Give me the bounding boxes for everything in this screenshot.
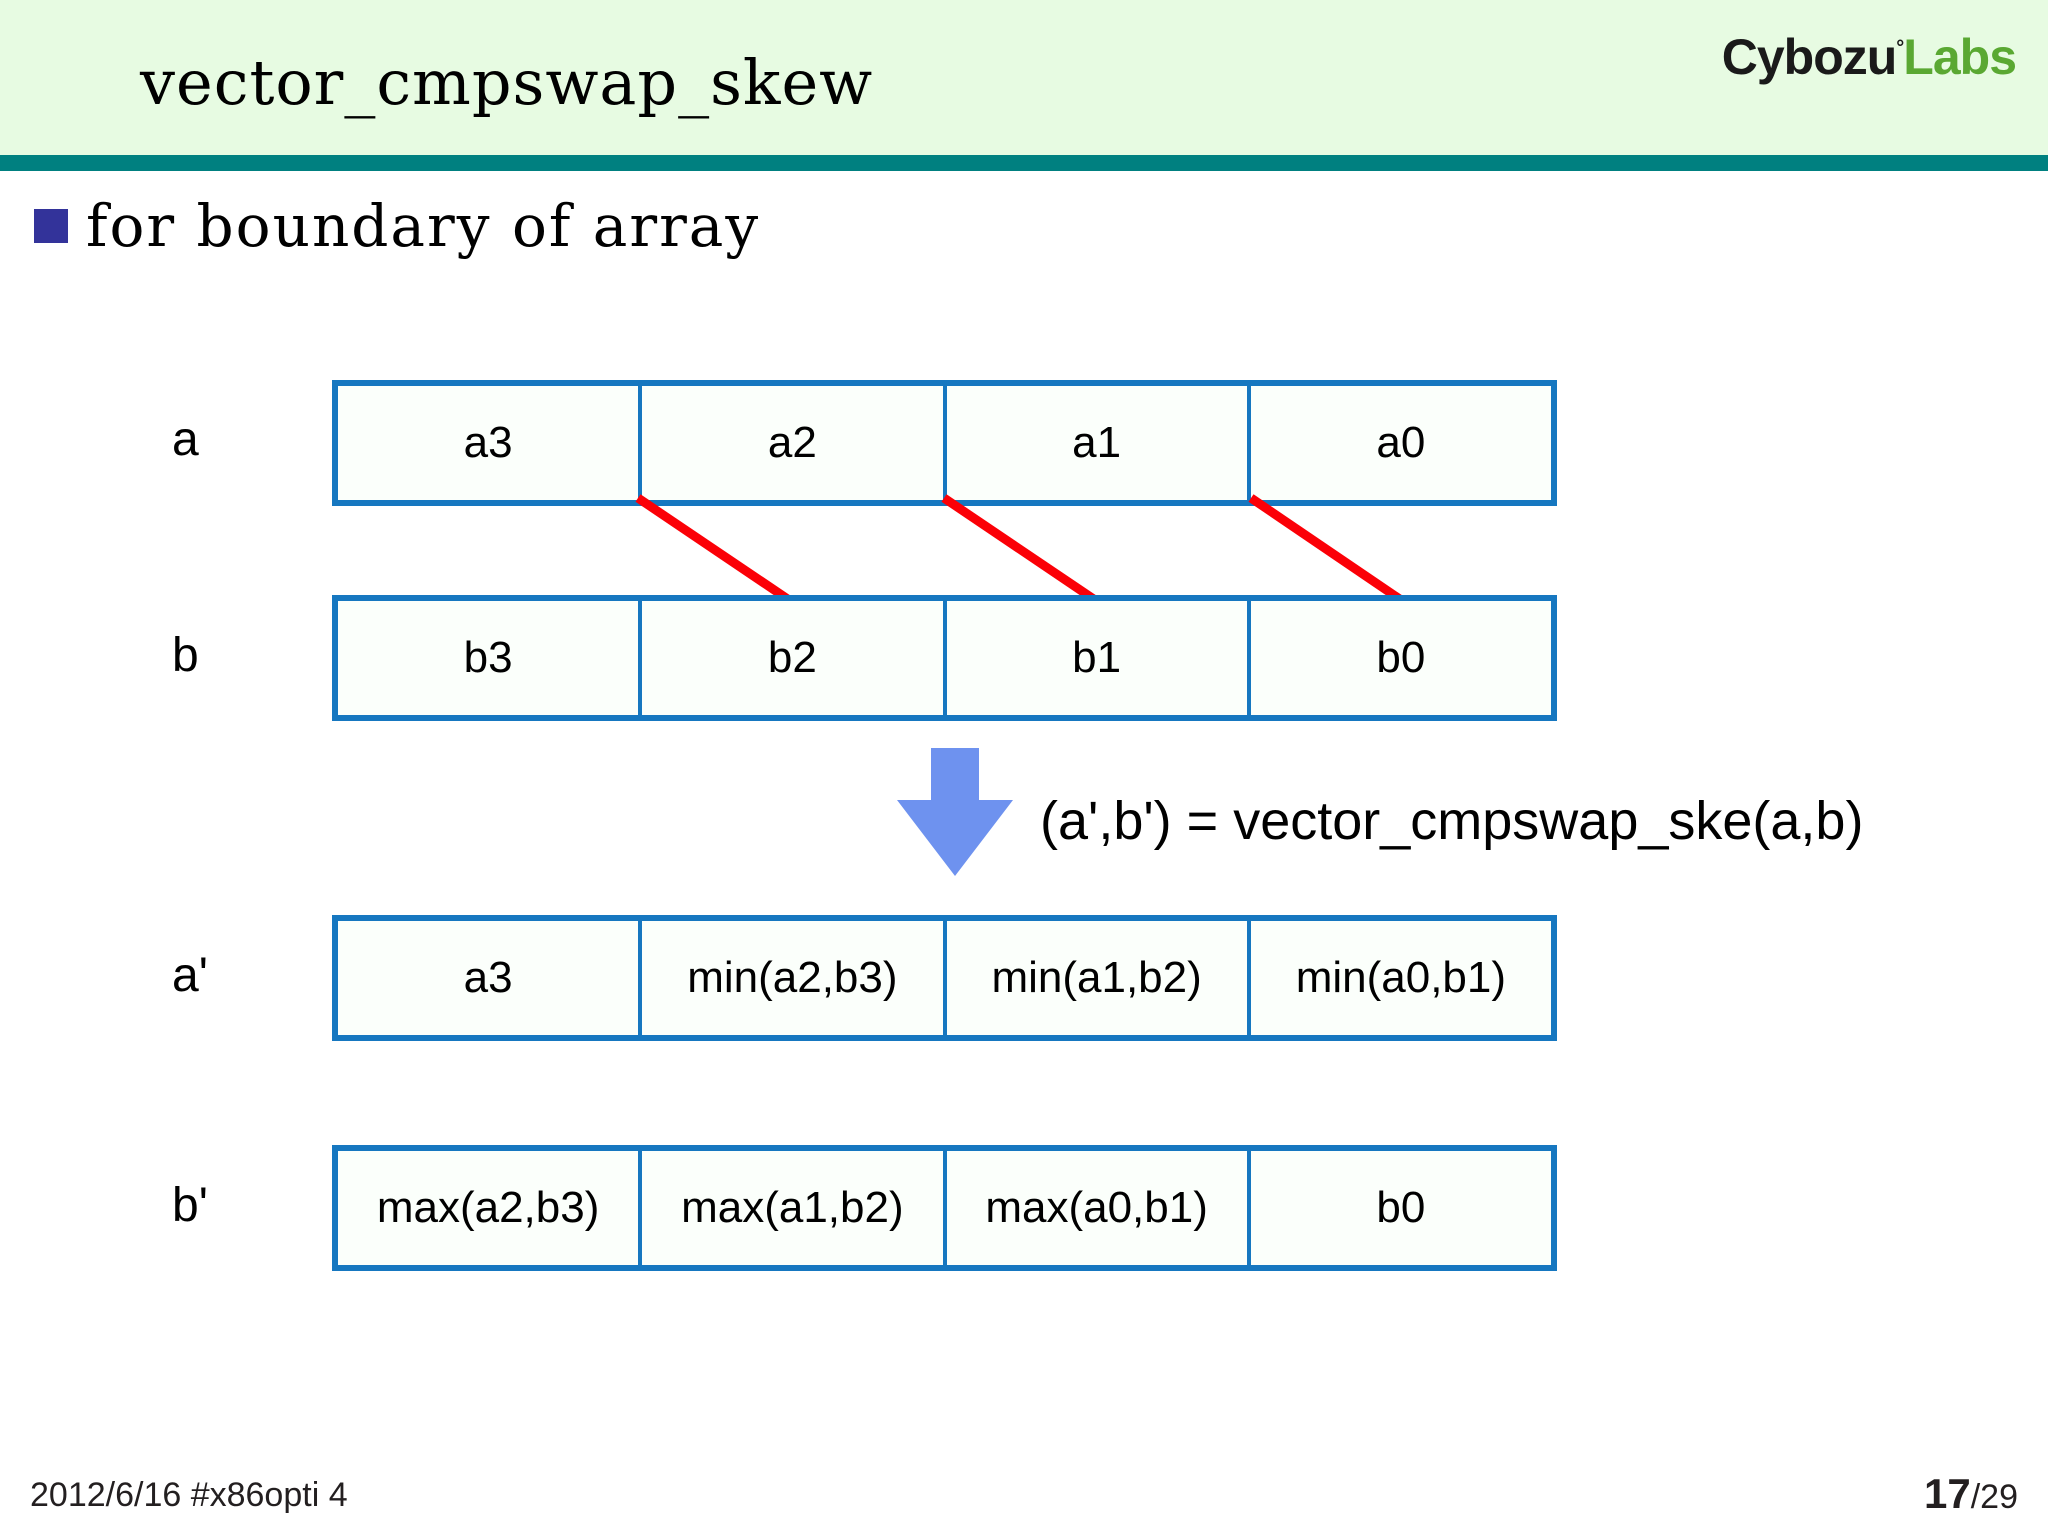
array-cell: b0 <box>1250 1151 1551 1265</box>
page-title: vector_cmpswap_skew <box>140 46 874 119</box>
array-cell: max(a0,b1) <box>946 1151 1251 1265</box>
formula-text: (a',b') = vector_cmpswap_ske(a,b) <box>1040 791 1864 851</box>
array-cell: min(a0,b1) <box>1250 921 1551 1035</box>
array-cell: a1 <box>946 386 1251 500</box>
array-cell: b2 <box>642 601 947 715</box>
array-label-a: a <box>172 413 199 466</box>
page-number-current: 17 <box>1924 1470 1971 1517</box>
header-divider-rule <box>0 155 2048 171</box>
array-label-a-prime: a' <box>172 949 208 1002</box>
down-arrow-icon <box>897 748 1013 876</box>
array-row-a-prime: a3 min(a2,b3) min(a1,b2) min(a0,b1) <box>332 915 1557 1041</box>
page-number-total: /29 <box>1970 1478 2018 1516</box>
array-cell: a2 <box>642 386 947 500</box>
array-cell: a3 <box>338 386 643 500</box>
footer-meta-text: 2012/6/16 #x86opti 4 <box>30 1476 348 1514</box>
logo-suffix-text: Labs <box>1903 29 2017 85</box>
array-cell: min(a2,b3) <box>642 921 947 1035</box>
cybozu-labs-logo: Cybozu°Labs <box>1721 28 2017 86</box>
registered-mark-icon: ° <box>1896 37 1904 59</box>
array-cell: max(a2,b3) <box>338 1151 643 1265</box>
array-cell: max(a1,b2) <box>642 1151 947 1265</box>
array-row-b-prime: max(a2,b3) max(a1,b2) max(a0,b1) b0 <box>332 1145 1557 1271</box>
header-band <box>0 0 2048 155</box>
array-cell: a3 <box>338 921 643 1035</box>
logo-brand-text: Cybozu <box>1721 29 1898 85</box>
array-row-b: b3 b2 b1 b0 <box>332 595 1557 721</box>
array-cell: b0 <box>1250 601 1551 715</box>
square-bullet-icon <box>34 209 68 243</box>
array-row-a: a3 a2 a1 a0 <box>332 380 1557 506</box>
array-cell: b3 <box>338 601 643 715</box>
array-label-b: b <box>172 629 199 682</box>
bullet-line: for boundary of array <box>34 192 760 260</box>
array-cell: min(a1,b2) <box>946 921 1251 1035</box>
bullet-label: for boundary of array <box>86 192 761 260</box>
array-label-b-prime: b' <box>172 1179 208 1232</box>
page-number: 17/29 <box>1924 1470 2018 1518</box>
array-cell: b1 <box>946 601 1251 715</box>
array-cell: a0 <box>1250 386 1551 500</box>
